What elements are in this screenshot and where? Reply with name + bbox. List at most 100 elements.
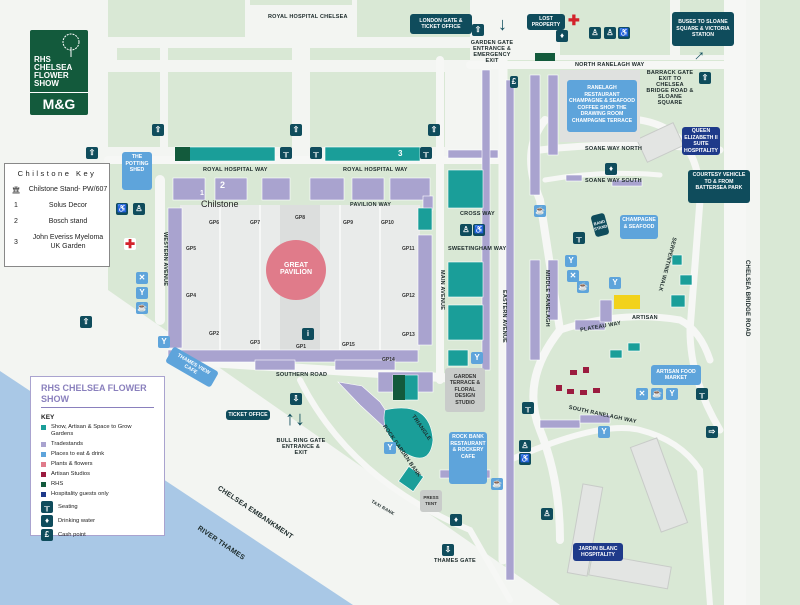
legend-swatch (41, 442, 46, 447)
stand-number-2: 2 (220, 180, 226, 190)
drinks-icon: Y (565, 255, 577, 267)
sponsor-logo: M&G (30, 92, 88, 112)
legend-swatch (41, 472, 46, 477)
food-icon: ✕ (136, 272, 148, 284)
toilets-icon: ♙ (604, 27, 616, 39)
accessible-toilet-icon: ♿ (116, 203, 128, 215)
legend-swatch (41, 482, 46, 487)
chilstone-key-num: 2 (14, 218, 18, 225)
arrow-down-icon: ↓ (498, 14, 507, 34)
chilstone-key-title: Chilstone Key (17, 169, 97, 178)
seating-icon: ╥ (420, 147, 432, 159)
accessible-toilet-icon: ♿ (519, 453, 531, 465)
food-icon: ✕ (636, 388, 648, 400)
cash-point-icon: £ (41, 529, 53, 541)
royal-hospital-way-label: ROYAL HOSPITAL WAY (203, 167, 268, 173)
garden-terrace-box[interactable]: GARDEN TERRACE & FLORAL DESIGN STUDIO (445, 368, 485, 412)
pavilion-icon: 🏛 (11, 186, 21, 194)
gp-label: GP9 (343, 220, 354, 226)
gp-label: GP13 (402, 332, 415, 338)
legend-title: RHS CHELSEA FLOWER SHOW (41, 383, 154, 408)
first-aid-icon: ✚ (124, 237, 136, 251)
tradestands (167, 69, 643, 581)
drinks-icon: Y (158, 336, 170, 348)
legend-item: Artisan Studios (41, 471, 154, 478)
queen-elizabeth-suite-box[interactable]: QUEEN ELIZABETH II SUITE HOSPITALITY (682, 127, 720, 155)
ranelagh-restaurant-box[interactable]: RANELAGH RESTAURANT CHAMPAGNE & SEAFOOD … (567, 80, 637, 132)
seating-icon: ╥ (522, 402, 534, 414)
thames-gate-label: THAMES GATE (434, 558, 476, 564)
stand-number-1: 1 (200, 190, 204, 197)
legend-swatch (41, 425, 46, 430)
potting-shed-box[interactable]: THE POTTING SHED (122, 152, 152, 190)
toilets-icon: ♙ (589, 27, 601, 39)
legend-icon-item: £Cash point (41, 529, 154, 541)
gp-label: GP15 (342, 342, 355, 348)
gp-label: GP3 (250, 340, 261, 346)
legend-icon-item: ♦Drinking water (41, 515, 154, 527)
main-avenue-label: MAIN AVENUE (439, 270, 445, 311)
great-pavilion-circle (266, 240, 326, 300)
toilets-icon: ♙ (460, 224, 472, 236)
accessible-toilet-icon: ♿ (618, 27, 630, 39)
seating-icon: ╥ (696, 388, 708, 400)
champagne-seafood-box[interactable]: CHAMPAGNE & SEAFOOD (620, 215, 658, 239)
legend-item: Tradestands (41, 441, 154, 448)
exit-icon: ⇩ (290, 393, 302, 405)
coffee-icon: ☕ (136, 302, 148, 314)
seating-icon: ╥ (573, 232, 585, 244)
jardin-blanc-box[interactable]: JARDIN BLANC HOSPITALITY (573, 543, 623, 561)
london-gate-sign[interactable]: LONDON GATE & TICKET OFFICE (410, 14, 472, 34)
buses-sign[interactable]: BUSES TO SLOANE SQUARE & VICTORIA STATIO… (672, 12, 734, 46)
press-tent-box[interactable]: PRESS TENT (420, 490, 442, 512)
drinks-icon: Y (384, 442, 396, 454)
legend-item: Plants & flowers (41, 461, 154, 468)
gp-label: GP7 (250, 220, 261, 226)
rock-bank-restaurant-box[interactable]: ROCK BANK RESTAURANT & ROCKERY CAFE (449, 432, 487, 484)
seating-icon: ╥ (280, 147, 292, 159)
bull-ring-gate-label: BULL RING GATE ENTRANCE & EXIT (276, 438, 326, 456)
exit-icon: ⇧ (86, 147, 98, 159)
middle-ranelagh-label: MIDDLE RANELAGH (544, 270, 550, 327)
lost-property-sign[interactable]: LOST PROPERTY (527, 14, 565, 30)
coffee-icon: ☕ (577, 281, 589, 293)
legend-item: Show, Artisan & Space to Grow Gardens (41, 424, 154, 438)
exit-icon: ⇧ (80, 316, 92, 328)
gp-label: GP6 (209, 220, 220, 226)
chilstone-label: Chilstone (201, 199, 239, 209)
legend-item: RHS (41, 481, 154, 488)
drinks-icon: Y (609, 277, 621, 289)
exit-icon: ⇨ (706, 426, 718, 438)
toilets-icon: ♙ (541, 508, 553, 520)
gp-label: GP10 (381, 220, 394, 226)
drinking-water-icon: ♦ (605, 163, 617, 175)
legend-swatch (41, 452, 46, 457)
legend-item: Places to eat & drink (41, 451, 154, 458)
royal-hospital-way-label: ROYAL HOSPITAL WAY (343, 167, 408, 173)
artisan-food-market-box[interactable]: ARTISAN FOOD MARKET (651, 365, 701, 385)
drinking-water-icon: ♦ (41, 515, 53, 527)
north-ranelagh-way-label: NORTH RANELAGH WAY (575, 62, 645, 68)
drinks-icon: Y (136, 287, 148, 299)
chilstone-key-item: Solus Decor (48, 202, 88, 209)
barrack-gate-label: BARRACK GATE EXIT TO CHELSEA BRIDGE ROAD… (646, 70, 694, 106)
drinks-icon: Y (666, 388, 678, 400)
sweetingham-way-label: SWEETINGHAM WAY (448, 246, 507, 252)
seating-icon: ╥ (310, 147, 322, 159)
entrance-exit-arrows-icon: ↑↓ (285, 408, 305, 430)
gp-label: GP4 (186, 293, 197, 299)
chilstone-key-num: 3 (14, 238, 18, 246)
legend-swatch (41, 492, 46, 497)
courtesy-vehicle-sign[interactable]: COURTESY VEHICLE TO & FROM BATTERSEA PAR… (688, 170, 750, 203)
coffee-icon: ☕ (651, 388, 663, 400)
toilets-icon: ♙ (133, 203, 145, 215)
soane-way-south-label: SOANE WAY SOUTH (585, 178, 642, 184)
coffee-icon: ☕ (491, 478, 503, 490)
first-aid-icon: ✚ (568, 12, 580, 28)
drinking-water-icon: ♦ (556, 30, 568, 42)
ticket-office-sign[interactable]: TICKET OFFICE (226, 410, 270, 420)
eastern-avenue-label: EASTERN AVENUE (501, 290, 507, 343)
